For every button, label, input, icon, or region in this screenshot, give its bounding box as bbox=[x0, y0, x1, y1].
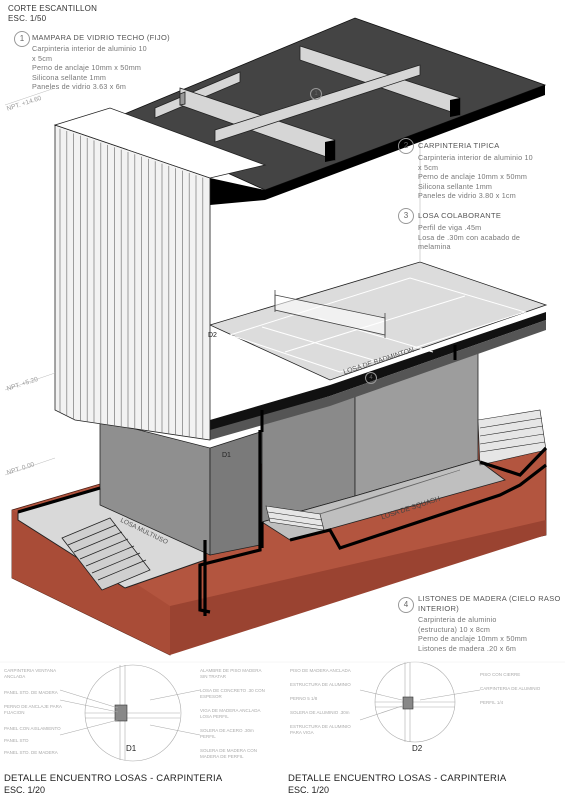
roof-beam-shadow-2 bbox=[450, 98, 460, 117]
d2-left-notes: PISO DE MADERA ANCLADA ESTRUCTURA DE ALU… bbox=[290, 668, 351, 735]
section-cut-lines bbox=[17, 430, 548, 616]
detail-d2-drawing bbox=[359, 661, 481, 743]
roof-beam-shadow bbox=[325, 140, 335, 162]
note-3-title: LOSA COLABORANTE bbox=[418, 211, 502, 220]
d1-right-notes: ALAMBRE DE PISO MADERA SIN TRATAR LOSA D… bbox=[200, 668, 265, 759]
detail-d2-marker: D2 bbox=[412, 744, 423, 753]
detail-d1-drawing bbox=[59, 664, 201, 762]
earth-right-face bbox=[170, 520, 546, 655]
marker-d1: D1 bbox=[222, 452, 231, 459]
detail-d2-scale: ESC. 1/20 bbox=[288, 785, 330, 795]
level-lines bbox=[4, 87, 56, 476]
detail-d1-scale: ESC. 1/20 bbox=[4, 785, 46, 795]
d1-left-notes: CARPINTERIA VENTANA ANCLADA PANEL STD. D… bbox=[4, 668, 62, 755]
earth-front-face bbox=[12, 510, 170, 655]
slat-screen-top bbox=[53, 107, 267, 179]
note-4-body: Carpinteria de aluminio(estructura) 10 x… bbox=[418, 615, 528, 653]
note-1-number: 1 bbox=[14, 31, 30, 47]
note-3-number: 3 bbox=[398, 208, 414, 224]
note-2-title: CARPINTERIA TIPICA bbox=[418, 141, 500, 150]
section-marker-4: 4 bbox=[365, 372, 377, 384]
roof-beams bbox=[154, 45, 461, 161]
lower-wall-front bbox=[209, 431, 261, 556]
lower-stairs bbox=[61, 517, 151, 591]
note-4-title-2: INTERIOR) bbox=[418, 604, 460, 613]
sheet-scale: ESC. 1/50 bbox=[8, 14, 47, 23]
sheet-title: CORTE ESCANTILLON bbox=[8, 4, 98, 13]
squash-floor bbox=[261, 459, 506, 541]
badminton-slab-edge bbox=[210, 312, 546, 432]
badminton-net bbox=[274, 290, 386, 338]
section-marker-1: 1 bbox=[310, 88, 322, 100]
detail-d1-title: DETALLE ENCUENTRO LOSAS - CARPINTERIA bbox=[4, 773, 223, 784]
slat-screen-face bbox=[54, 124, 211, 441]
squash-court-lines bbox=[299, 469, 461, 521]
note-4-title: LISTONES DE MADERA (CIELO RASO bbox=[418, 594, 561, 603]
note-1-title: MAMPARA DE VIDRIO TECHO (FIJO) bbox=[32, 33, 170, 42]
marker-d2: D2 bbox=[208, 332, 217, 339]
note-2-number: 2 bbox=[398, 138, 414, 154]
d2-right-notes: PISO CON CIERRE CARPINTERIA DE ALUMINIO … bbox=[480, 672, 541, 705]
intermediate-slab bbox=[210, 320, 546, 440]
slat-screen-lines bbox=[59, 128, 204, 439]
detail-d1-marker: D1 bbox=[126, 744, 137, 753]
detail-d2-title: DETALLE ENCUENTRO LOSAS - CARPINTERIA bbox=[288, 773, 507, 784]
roof-slab-edge bbox=[210, 85, 545, 205]
note-4-number: 4 bbox=[398, 597, 414, 613]
